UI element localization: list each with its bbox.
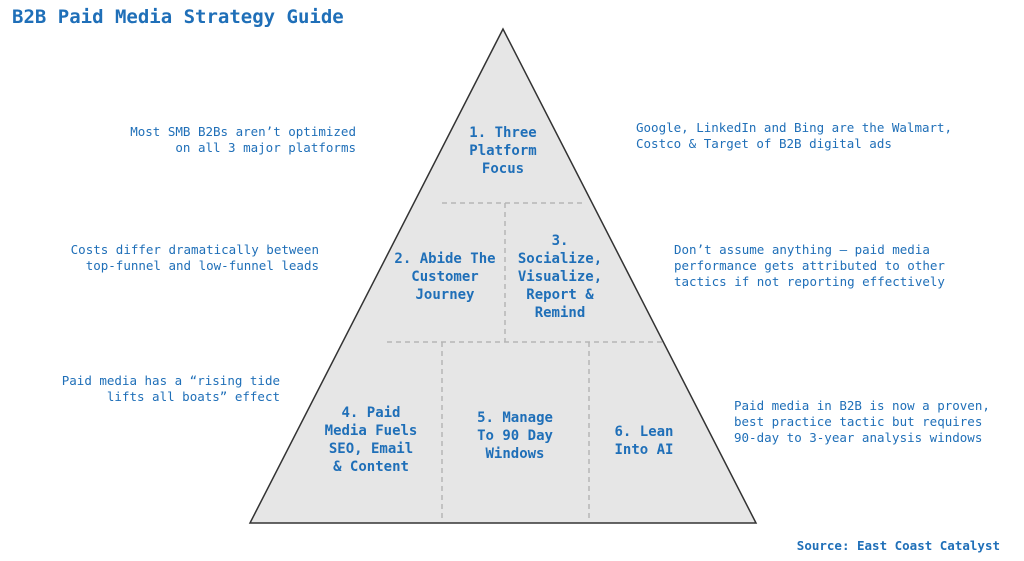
tier-6-label: 6. Lean Into AI	[614, 424, 674, 458]
note-left-3: Paid media has a “rising tide lifts all …	[61, 373, 280, 404]
pyramid-shape	[248, 27, 758, 524]
note-left-1: Most SMB B2Bs aren’t optimized on all 3 …	[130, 124, 356, 155]
tier-3-label: 3. Socialize, Visualize, Report & Remind	[517, 233, 603, 321]
tier-2-label: 2. Abide The Customer Journey	[394, 251, 496, 303]
note-right-1: Google, LinkedIn and Bing are the Walmar…	[636, 120, 953, 151]
note-right-2: Don’t assume anything – paid media perfo…	[674, 242, 945, 289]
tier-1-label: 1. Three Platform Focus	[469, 125, 537, 177]
note-right-3: Paid media in B2B is now a proven, best …	[734, 398, 990, 445]
note-left-2: Costs differ dramatically between top-fu…	[70, 242, 319, 273]
page-title: B2B Paid Media Strategy Guide	[12, 6, 344, 28]
source-credit: Source: East Coast Catalyst	[796, 538, 1000, 553]
tier-4-label: 4. Paid Media Fuels SEO, Email & Content	[324, 405, 418, 475]
tier-5-label: 5. Manage To 90 Day Windows	[477, 410, 553, 462]
